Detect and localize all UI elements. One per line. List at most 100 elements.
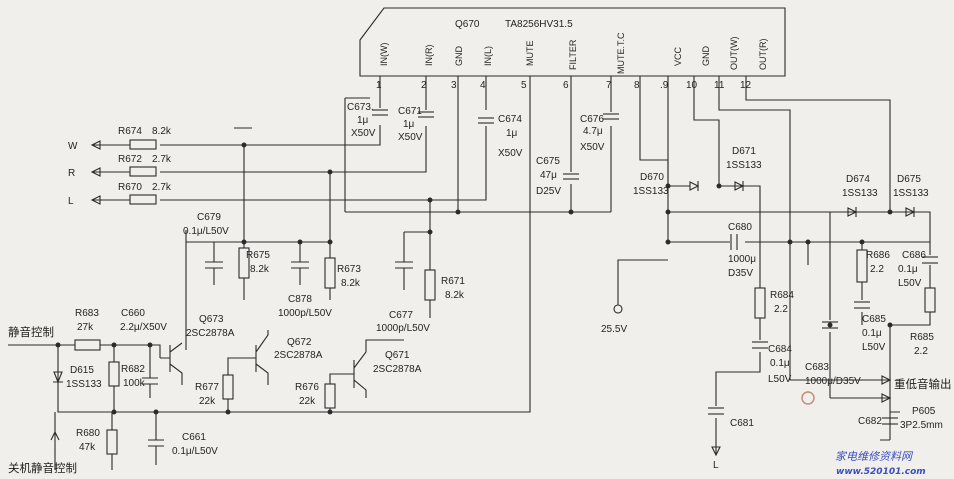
ic-pin-number: 11: [714, 80, 725, 91]
resistor-r672: [129, 166, 157, 177]
component-value: 0.1μ/L50V: [172, 446, 218, 457]
component-value: 2SC2878A: [373, 364, 422, 375]
component-ref: C677: [389, 310, 413, 321]
input-label-l: L: [68, 196, 74, 207]
component-ref: C676: [580, 114, 604, 125]
component-ref: C684: [768, 344, 792, 355]
component-ref: C679: [197, 212, 221, 223]
component-ref: R683: [75, 308, 99, 319]
ic-pin-name: IN(R): [424, 45, 434, 67]
component-ref: C878: [288, 294, 312, 305]
component-value: 22k: [199, 396, 216, 407]
component-ref: C686: [902, 250, 926, 261]
component-value: D25V: [536, 186, 561, 197]
component-value: 0.1μ: [898, 264, 918, 275]
component-ref: C671: [398, 106, 422, 117]
power-off-mute-label: 关机静音控制: [8, 461, 77, 475]
component-value: 1μ: [403, 119, 415, 130]
ic-pin-number: 7: [606, 80, 612, 91]
input-label-r: R: [68, 168, 75, 179]
resistor-r686: [856, 249, 868, 283]
component-value: L50V: [898, 278, 922, 289]
ic-body: [359, 7, 786, 77]
component-ref: R671: [441, 276, 465, 287]
resistor-r670: [129, 194, 157, 205]
component-value: 2.2μ/X50V: [120, 322, 167, 333]
component-ref: R675: [246, 250, 270, 261]
ic-pin-group: 1 IN(W) 2 IN(R) 3 GND 4 IN(L) 5 MUTE 6 F…: [376, 32, 768, 91]
component-value: D35V: [728, 268, 753, 279]
watermark-text: 家电维修资料网: [835, 450, 914, 463]
component-value: 0.1μ/L50V: [183, 226, 229, 237]
component-value: 2.2: [870, 264, 884, 275]
component-value: 1SS133: [66, 379, 102, 390]
component-ref: R682: [121, 364, 145, 375]
ic-ref: Q670: [455, 19, 480, 30]
component-value: 1μ: [357, 115, 369, 126]
junctions: [55, 142, 893, 415]
component-value: 1000μ/D35V: [805, 376, 861, 387]
ic-pin-number: 6: [563, 80, 569, 91]
component-ref: D615: [70, 365, 94, 376]
component-ref: Q673: [199, 314, 224, 325]
ic-pin-name: OUT(W): [729, 37, 739, 71]
component-ref: C675: [536, 156, 560, 167]
watermark-url: www.520101.com: [836, 467, 926, 477]
mute-control-label: 静音控制: [8, 325, 54, 339]
component-value: 47μ: [540, 170, 557, 181]
resistor-r685: [924, 287, 936, 313]
component-value: X50V: [498, 148, 523, 159]
component-value: 0.1μ: [862, 328, 882, 339]
ic-pin-number: 3: [451, 80, 457, 91]
ic-part-number: TA8256HV31.5: [505, 19, 573, 30]
component-value: 8.2k: [341, 278, 361, 289]
component-value: 2.2: [914, 346, 928, 357]
component-value: 8.2k: [445, 290, 465, 301]
component-ref: D675: [897, 174, 921, 185]
component-ref: Q671: [385, 350, 410, 361]
component-ref: R685: [910, 332, 934, 343]
component-value: X50V: [580, 142, 605, 153]
resistor-r671: [424, 269, 436, 301]
component-ref: C682: [858, 416, 882, 427]
component-ref: R670: [118, 182, 142, 193]
component-ref: C661: [182, 432, 206, 443]
ic-q670: Q670 TA8256HV31.5 1 IN(W) 2 IN(R) 3 GND …: [359, 7, 786, 91]
ic-pin-number: .9: [660, 80, 669, 91]
labels: W R L R674 8.2k R672 2.7k R670 2.7k C673…: [8, 102, 952, 477]
ic-pin-name: MUTE: [525, 41, 535, 67]
component-ref: R674: [118, 126, 142, 137]
subwoofer-output-label: 重低音输出: [894, 377, 952, 391]
component-value: X50V: [398, 132, 423, 143]
ic-pin-name: IN(L): [483, 46, 493, 66]
resistor-r677: [222, 374, 234, 400]
l-output-label: L: [713, 460, 719, 471]
component-ref: C680: [728, 222, 752, 233]
component-ref: C685: [862, 314, 886, 325]
component-value: 8.2k: [152, 126, 172, 137]
ic-pin-name: FILTER: [568, 39, 578, 70]
component-value: 1μ: [506, 128, 518, 139]
ic-pin-name: IN(W): [379, 43, 389, 67]
resistor-r675: [238, 247, 250, 279]
component-value: 27k: [77, 322, 94, 333]
component-ref: Q672: [287, 337, 312, 348]
component-value: L50V: [768, 374, 792, 385]
component-value: 2.2: [774, 304, 788, 315]
component-value: 2SC2878A: [274, 350, 323, 361]
component-ref: D670: [640, 172, 664, 183]
component-value: 2.7k: [152, 182, 172, 193]
component-ref: R684: [770, 290, 794, 301]
ic-pin-number: 1: [376, 80, 382, 91]
component-ref: C681: [730, 418, 754, 429]
component-value: 2SC2878A: [186, 328, 235, 339]
component-value: 1SS133: [893, 188, 929, 199]
resistor-r680: [106, 429, 118, 455]
component-value: 0.1μ: [770, 358, 790, 369]
ic-pin-number: 4: [480, 80, 486, 91]
supply-voltage-label: 25.5V: [601, 324, 627, 335]
component-value: 22k: [299, 396, 316, 407]
component-value: 4.7μ: [583, 126, 603, 137]
component-value: 47k: [79, 442, 96, 453]
